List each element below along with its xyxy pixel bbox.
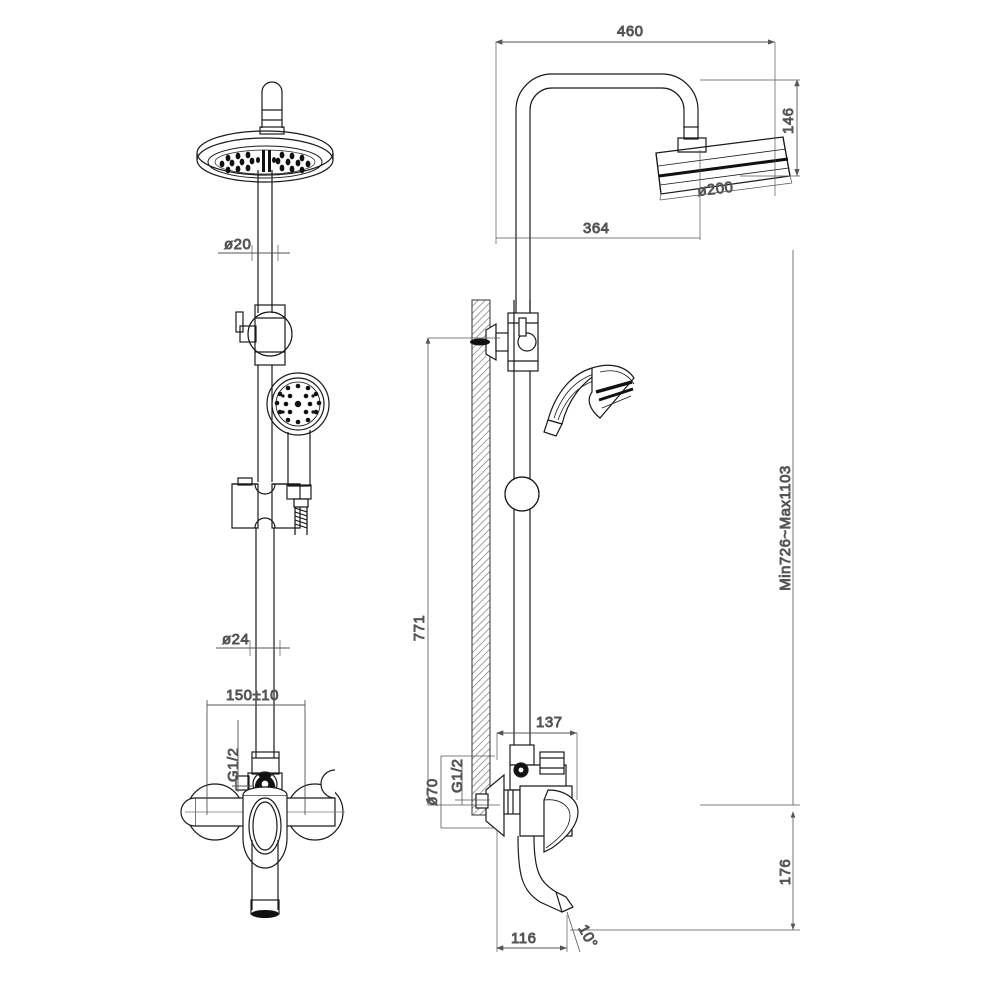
hand-shower-side[interactable] — [543, 364, 635, 437]
dim-overall-top: 460 — [617, 23, 644, 40]
dim-escutcheon-dia: ø70 — [424, 778, 441, 805]
dim-mixer-centres: 150±10 — [226, 687, 279, 704]
front-view-dimensions: ø20 ø24 150±10 G1/2 — [206, 236, 306, 815]
flexible-hose — [293, 498, 309, 535]
arm-head-connector — [677, 126, 707, 153]
slide-bar-bracket-upper[interactable] — [235, 304, 293, 366]
dim-adjustable-range: Min726~Max1103 — [777, 465, 794, 591]
shower-nozzle-pattern — [214, 149, 316, 175]
dim-arm-reach: 364 — [583, 220, 610, 237]
shower-holder[interactable] — [231, 477, 301, 529]
hose-connector — [504, 476, 540, 512]
dim-head-diameter: ø200 — [696, 179, 734, 200]
rain-shower-head — [196, 130, 334, 183]
dim-riser-dia-bottom: ø24 — [222, 631, 249, 648]
shower-arm — [515, 73, 699, 320]
riser-pipe-upper — [257, 170, 273, 313]
dim-inlet-thread-side: G1/2 — [449, 758, 466, 793]
riser-pipe-lower — [255, 528, 275, 758]
dim-inlet-thread-front: G1/2 — [225, 747, 242, 782]
bath-spout-front — [250, 840, 280, 918]
dim-spout-drop: 176 — [777, 859, 794, 886]
wall-bracket-upper[interactable] — [470, 312, 539, 372]
dim-head-drop: 146 — [780, 107, 797, 134]
diverter-connector-side[interactable] — [509, 744, 567, 791]
hand-shower[interactable] — [266, 372, 330, 500]
bath-spout-side — [517, 835, 574, 913]
dim-spout-proj-lower: 116 — [511, 930, 536, 947]
side-view-dimensions: 460 146 ø200 364 Min726~Max1103 771 137 — [411, 23, 800, 953]
bath-shower-mixer[interactable] — [180, 769, 345, 869]
dim-bar-length: 771 — [411, 615, 428, 642]
dim-riser-dia-top: ø20 — [224, 236, 251, 253]
wall-section — [471, 299, 491, 816]
riser-pipe-side — [513, 300, 531, 800]
dim-spout-proj-upper: 137 — [536, 714, 563, 731]
hand-shower-nozzle-pattern — [274, 383, 322, 425]
front-elevation-view — [180, 81, 345, 918]
side-section-view — [470, 73, 791, 913]
bath-shower-mixer-side[interactable] — [475, 773, 579, 853]
riser-pipe-mid — [257, 365, 273, 482]
